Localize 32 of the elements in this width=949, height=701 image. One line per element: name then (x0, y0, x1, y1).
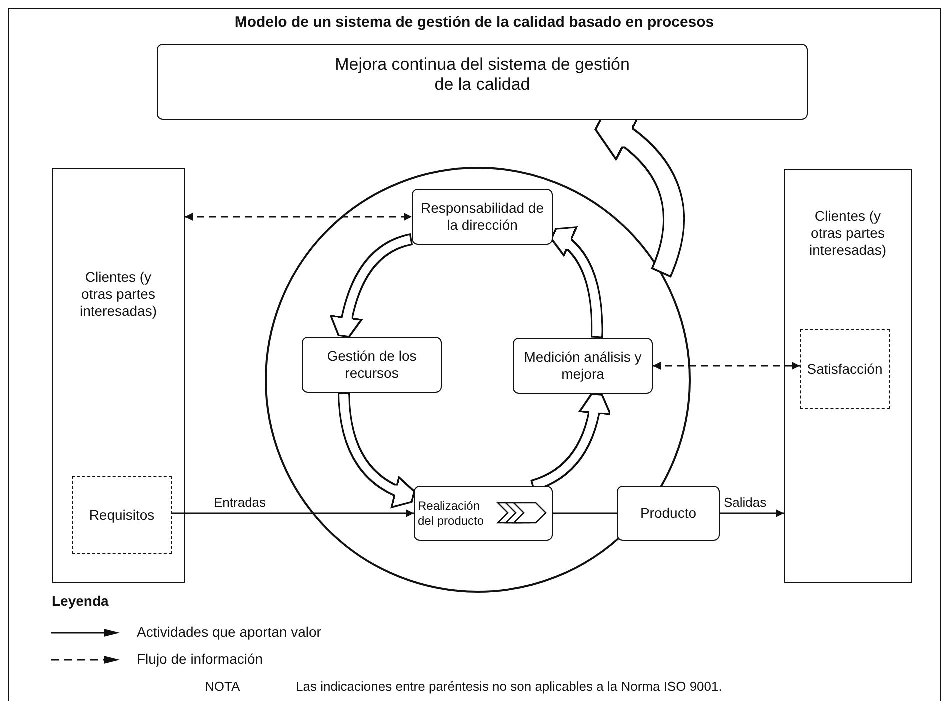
diagram-title: Modelo de un sistema de gestión de la calidad basado en procesos (234, 14, 716, 31)
legend-text: Actividades que aportan valor (137, 624, 322, 640)
legend-text: Flujo de información (137, 651, 264, 667)
node-label: Gestión de los recursos (326, 348, 418, 382)
dashed-box (800, 329, 890, 409)
legend-title: Leyenda (52, 593, 109, 609)
note-text: NOTA (205, 679, 240, 694)
edge-label: Entradas (212, 494, 268, 510)
node-label: Requisitos (89, 506, 155, 524)
process-box (302, 337, 442, 393)
arrow (172, 510, 414, 518)
dashed-arrow (653, 362, 800, 370)
dashed-arrow (185, 213, 412, 221)
node-label: Mejora continua del sistema de gestión de la calidad (334, 54, 631, 96)
node-label: Medición análisis y mejora (523, 349, 643, 383)
node-label: Realización del producto (418, 499, 486, 528)
edge-label: Salidas (722, 494, 769, 510)
node-label: Satisfacción (807, 360, 883, 378)
process-box (617, 486, 720, 541)
node-label: Responsabilidad de la dirección (420, 200, 545, 234)
stakeholder-panel (52, 168, 185, 583)
process-box (412, 189, 553, 245)
note-text: Las indicaciones entre paréntesis no son aplicables a la Norma ISO 9001. (296, 679, 722, 694)
process-box (513, 338, 653, 394)
arrow (720, 510, 784, 518)
node-label: Clientes (y otras partes interesadas) (78, 269, 158, 320)
stakeholder-panel (784, 169, 912, 583)
dashed-box (72, 476, 172, 554)
process-box (157, 44, 808, 120)
node-label: Clientes (y otras partes interesadas) (808, 208, 888, 258)
node-label: Producto (640, 505, 697, 522)
process-box (414, 486, 553, 541)
